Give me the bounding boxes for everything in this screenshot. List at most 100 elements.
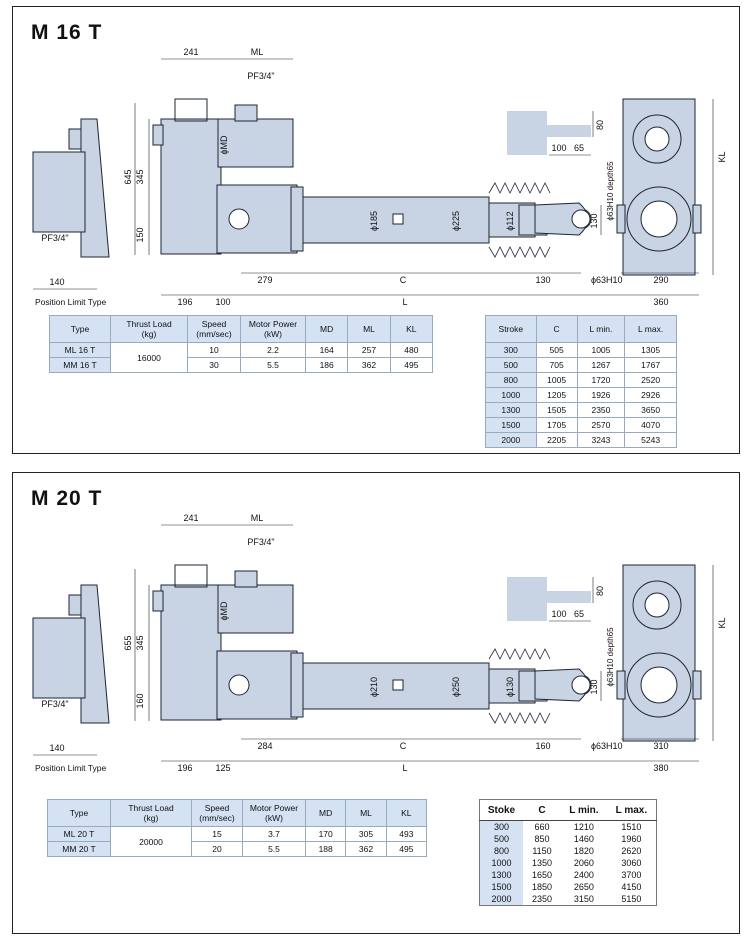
rod-eye-hole [571,675,591,695]
dimension-label: Position Limit Type [35,763,106,773]
dimension-label: 80 [595,120,605,130]
basic-spec-table: Type Thrust Load (kg) Speed (mm/sec) Mot… [49,315,434,373]
table-row: ML 16 T 16000 10 2.2 164 257 480 [49,342,434,373]
rod-end-detail [507,111,591,155]
col-ml: ML [347,315,391,343]
cell: 1300 [479,869,523,881]
dimension-label: ϕ63H10 depth65 [606,627,615,687]
cell: 1205 [535,387,578,403]
cell: 1720 [576,372,626,388]
cell: 20000 [110,826,192,857]
cell: 2350 [532,894,553,904]
dimension-label: KL [717,617,727,628]
lifting-handle [174,98,208,122]
cell: 2.2 [240,342,306,358]
cell: 16000 [110,342,188,373]
dimension-label: 345 [135,635,145,650]
cell: 800 [485,372,537,388]
cell: 3150 [573,894,594,904]
cell: 1000 [479,857,523,869]
cell: 1705 [535,417,578,433]
cell: 3060 [621,858,642,868]
flange [152,590,164,612]
cell: 5150 [621,894,642,904]
col-speed: Speed (mm/sec) [187,315,241,343]
cell: 1460 [573,834,594,844]
col-thrust-load: Thrust Load (kg) [110,799,192,827]
dimension-label: Position Limit Type [35,297,106,307]
table-row: MM 16 T 30 5.5 186 362 495 [49,357,434,373]
dimension-label: PF3/4" [247,71,274,81]
dimension-label: 130 [589,679,599,694]
dimension-label: ϕ250 [451,677,461,697]
dimension-label: PF3/4" [41,699,68,709]
col-ml: ML [345,799,387,827]
table-row: 2000 2350 3150 5150 [479,893,657,906]
cell: 1850 [532,882,553,892]
dimension-label: ϕ130 [505,677,515,697]
col-lmin: L min. [561,799,607,821]
dimension-label: 150 [135,227,145,242]
rod-eye-hole [571,209,591,229]
dimension-label: 160 [135,693,145,708]
cell: 2205 [535,432,578,448]
table-row: MM 20 T 20 5.5 188 362 495 [47,841,428,857]
mount-bracket [68,128,82,150]
cell: 1350 [532,858,553,868]
dimension-label: C [400,741,407,751]
cell: 480 [389,342,434,358]
dimension-label: PF3/4" [41,233,68,243]
col-lmin: L min. [576,315,626,343]
pivot-hole [228,208,250,230]
cell: 300 [479,820,523,833]
dimension-label: 100 [215,297,230,307]
col-lmax: L max. [624,315,677,343]
col-stroke: Stroke [485,315,537,343]
bellows [488,712,551,724]
cell: 2000 [479,893,523,906]
dimension-label: ϕ63H10 [591,741,623,751]
cell: 1500 [485,417,537,433]
cell: ML 20 T [47,826,111,842]
col-motor-power: Motor Power (kW) [242,799,306,827]
dimension-label: 284 [257,741,272,751]
cell: 15 [191,826,243,842]
dimension-label: 290 [653,275,668,285]
dimension-label: 310 [653,741,668,751]
gearbox-housing [160,584,222,721]
cell: 4070 [624,417,677,433]
panel-title: M 16 T [31,21,103,44]
cell: 495 [389,357,434,373]
col-md: MD [304,799,347,827]
cell: 2650 [573,882,594,892]
lifting-handle [174,564,208,588]
dimension-label: 196 [177,763,192,773]
cell: 1926 [576,387,626,403]
cell: 493 [385,826,428,842]
cell: 3700 [621,870,642,880]
pivot-hole [228,674,250,696]
cell: 500 [479,833,523,845]
dimension-label: 655 [123,635,133,650]
cell: 1150 [532,846,552,856]
dimension-label: 241 [183,47,198,57]
col-motor-power: Motor Power (kW) [240,315,306,343]
cell: 660 [534,822,550,832]
cell: 186 [304,357,349,373]
dimension-label: 65 [574,609,584,619]
cell: 2350 [576,402,626,418]
side-boss [692,204,702,234]
cell: 300 [485,342,537,358]
cell: 1267 [576,357,626,373]
cell: 1960 [621,834,642,844]
cell: ML 16 T [49,342,111,358]
dimension-label: 345 [135,169,145,184]
